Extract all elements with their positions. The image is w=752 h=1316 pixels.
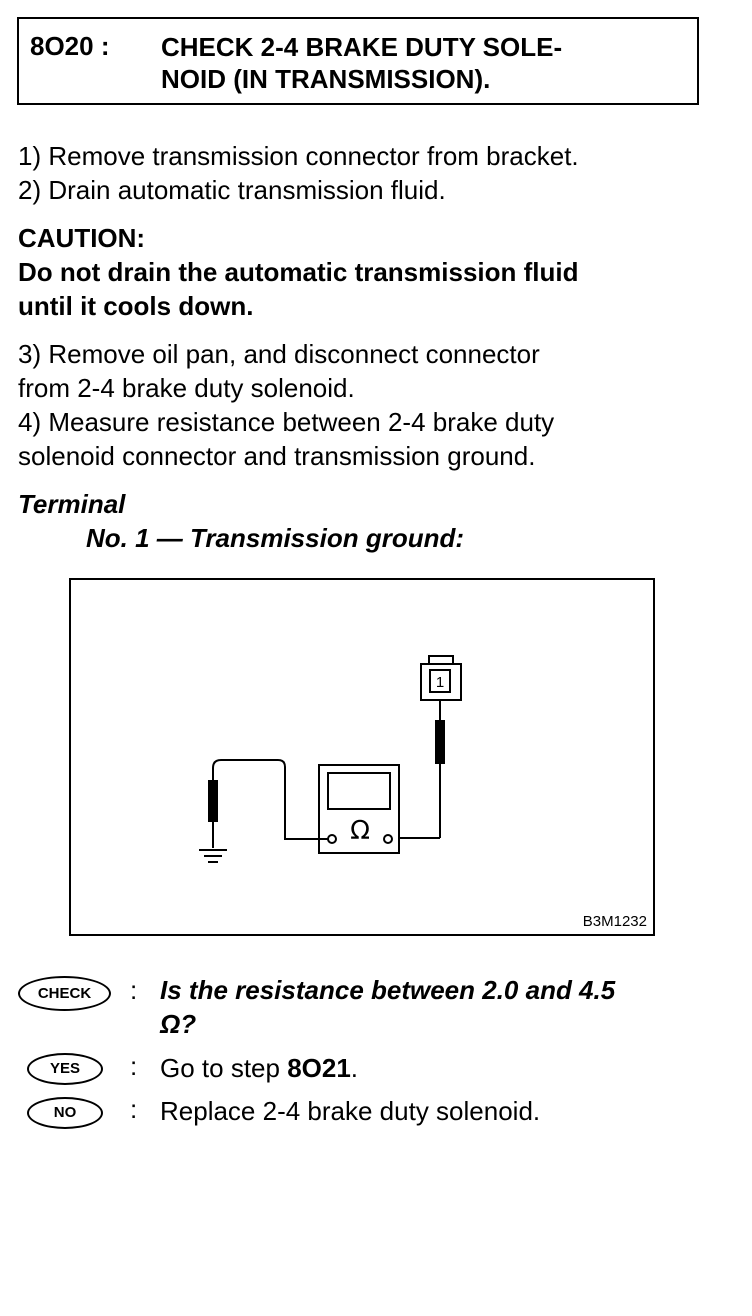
check-badge: CHECK (18, 976, 111, 1011)
ohm-symbol: Ω (350, 816, 370, 846)
instruction-step-3-line1: 3) Remove oil pan, and disconnect connec… (18, 339, 540, 369)
check-colon: : (130, 975, 138, 1005)
connector-pin-box (429, 669, 451, 693)
instruction-step-3-line2: from 2-4 brake duty solenoid. (18, 373, 355, 403)
wiring-figure: 1 Ω B3M1232 (69, 578, 655, 936)
check-question: Is the resistance between 2.0 and 4.5 Ω? (160, 973, 615, 1041)
ohmmeter-display (327, 772, 391, 810)
connector-pin-label: 1 (436, 674, 444, 691)
step-number: 8O20 : (30, 31, 110, 61)
no-badge: NO (27, 1097, 103, 1129)
yes-next-step: 8O21 (287, 1053, 351, 1083)
check-question-line1: Is the resistance between 2.0 and 4.5 (160, 975, 616, 1005)
terminal-label: Terminal (18, 489, 126, 519)
instruction-step-4-line1: 4) Measure resistance between 2-4 brake … (18, 407, 555, 437)
meter-terminal-right (383, 834, 393, 844)
terminal-spec: No. 1 — Transmission ground: (86, 523, 465, 553)
ohmmeter-diagram: 1 Ω (199, 655, 462, 863)
step-title: CHECK 2-4 BRAKE DUTY SOLE- NOID (IN TRAN… (161, 31, 562, 95)
yes-colon: : (130, 1051, 138, 1081)
no-answer: Replace 2-4 brake duty solenoid. (160, 1096, 541, 1126)
check-question-line2: Ω? (160, 1009, 197, 1039)
step-title-line2: NOID (IN TRANSMISSION). (161, 64, 491, 94)
meter-terminal-left (327, 834, 337, 844)
step-title-line1: CHECK 2-4 BRAKE DUTY SOLE- (161, 32, 563, 62)
yes-answer: Go to step 8O21. (160, 1051, 358, 1085)
yes-answer-suffix: . (350, 1053, 359, 1083)
instruction-step-2: 2) Drain automatic transmission fluid. (18, 175, 446, 205)
yes-badge: YES (27, 1053, 103, 1085)
instruction-step-4-line2: solenoid connector and transmission grou… (18, 441, 536, 471)
no-colon: : (130, 1094, 138, 1124)
left-probe-tip (208, 780, 218, 822)
connector-latch (428, 655, 454, 665)
left-lead-wire (212, 759, 328, 848)
instruction-step-1: 1) Remove transmission connector from br… (18, 141, 579, 171)
caution-text-line2: until it cools down. (18, 291, 254, 321)
caution-label: CAUTION: (18, 223, 146, 253)
yes-answer-text: Go to step (160, 1053, 288, 1083)
figure-code: B3M1232 (582, 913, 647, 930)
caution-text-line1: Do not drain the automatic transmission … (18, 257, 579, 287)
right-probe-tip (435, 720, 445, 764)
step-header: 8O20 : CHECK 2-4 BRAKE DUTY SOLE- NOID (… (17, 17, 699, 105)
